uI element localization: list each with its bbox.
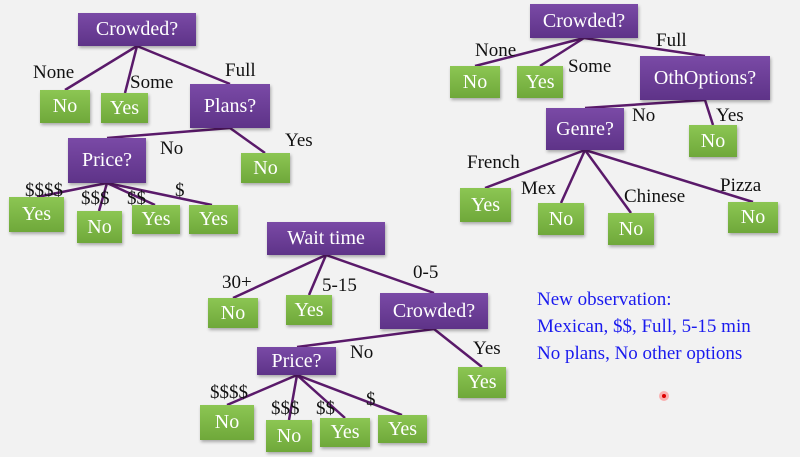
leaf-node: Yes bbox=[378, 415, 427, 443]
leaf-node: Yes bbox=[286, 295, 332, 325]
edge-label: No bbox=[160, 138, 184, 159]
leaf-node: Yes bbox=[101, 93, 148, 123]
edge-label: Yes bbox=[473, 338, 501, 359]
tree3-crowded-node: Crowded? bbox=[380, 293, 488, 329]
leaf-node: No bbox=[538, 203, 584, 235]
edge-label: $$$ bbox=[81, 188, 110, 209]
leaf-node: Yes bbox=[517, 66, 563, 98]
edge-label: No bbox=[632, 105, 656, 126]
edge-label: None bbox=[475, 40, 517, 61]
edge-label: $$ bbox=[316, 398, 335, 419]
edge-label: None bbox=[33, 62, 75, 83]
edge-label: $ bbox=[366, 389, 376, 410]
tree1-price-node: Price? bbox=[68, 138, 146, 183]
edge-label: No bbox=[350, 342, 374, 363]
leaf-node: No bbox=[689, 125, 737, 157]
pointer-dot-icon bbox=[659, 391, 669, 401]
edge-label: 30+ bbox=[222, 272, 252, 293]
leaf-node: No bbox=[208, 298, 258, 328]
tree3-price-node: Price? bbox=[257, 347, 336, 375]
tree3-wait-time-node: Wait time bbox=[267, 222, 385, 255]
tree1-plans-node: Plans? bbox=[190, 84, 270, 128]
leaf-node: Yes bbox=[9, 197, 64, 232]
leaf-node: No bbox=[200, 405, 254, 440]
tree2-othoptions-node: OthOptions? bbox=[640, 56, 770, 100]
edge-label: Pizza bbox=[720, 175, 762, 196]
leaf-node: Yes bbox=[320, 418, 370, 447]
observation-line: No plans, No other options bbox=[537, 343, 743, 364]
edge-label: Full bbox=[656, 30, 687, 51]
edge-label: Yes bbox=[285, 130, 313, 151]
edge-label: Yes bbox=[716, 105, 744, 126]
observation-line: Mexican, $$, Full, 5-15 min bbox=[537, 316, 751, 337]
tree1-crowded-node: Crowded? bbox=[78, 13, 196, 46]
tree2-genre-node: Genre? bbox=[546, 108, 624, 150]
edge-label: Some bbox=[568, 56, 612, 77]
edge-label: Chinese bbox=[624, 186, 686, 207]
edge-label: Some bbox=[130, 72, 174, 93]
edge-label: 0-5 bbox=[413, 262, 439, 283]
leaf-node: Yes bbox=[132, 205, 180, 234]
edge-label: Mex bbox=[521, 178, 556, 199]
edge-label: French bbox=[467, 152, 520, 173]
leaf-node: No bbox=[450, 66, 500, 98]
tree2-crowded-node: Crowded? bbox=[530, 4, 638, 38]
leaf-node: No bbox=[608, 213, 654, 245]
edge-label: 5-15 bbox=[322, 275, 357, 296]
leaf-node: Yes bbox=[460, 188, 511, 222]
leaf-node: No bbox=[40, 90, 90, 123]
edge-label: $$$$ bbox=[25, 180, 63, 201]
leaf-node: No bbox=[241, 153, 290, 183]
edge-label: $ bbox=[175, 180, 185, 201]
observation-title: New observation: bbox=[537, 289, 672, 310]
leaf-node: No bbox=[266, 420, 312, 452]
leaf-node: Yes bbox=[458, 367, 506, 398]
edge-label: $$$ bbox=[271, 398, 300, 419]
edge-label: $$ bbox=[127, 188, 146, 209]
edge-label: Full bbox=[225, 60, 256, 81]
leaf-node: No bbox=[77, 211, 122, 243]
leaf-node: No bbox=[728, 202, 778, 233]
edge-label: $$$$ bbox=[210, 382, 248, 403]
leaf-node: Yes bbox=[189, 205, 238, 234]
